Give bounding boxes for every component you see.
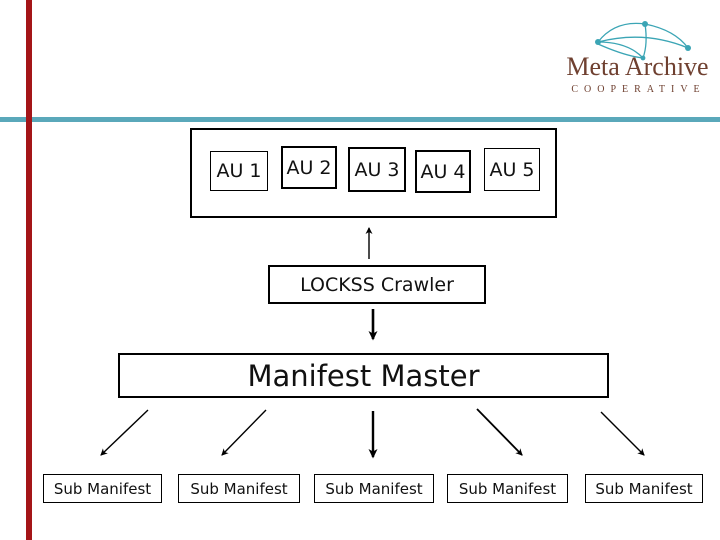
au-1-box: AU 1: [210, 151, 268, 191]
au-4-box: AU 4: [415, 150, 471, 193]
sub-manifest-3-box: Sub Manifest: [314, 474, 434, 503]
lockss-crawler-box: LOCKSS Crawler: [268, 265, 486, 304]
teal-divider-line: [0, 117, 720, 122]
metaarchive-logo: Meta Archive COOPERATIVE: [560, 12, 715, 95]
sub-manifest-1-box: Sub Manifest: [43, 474, 162, 503]
sub-manifest-4-box: Sub Manifest: [447, 474, 568, 503]
logo-subtitle: COOPERATIVE: [571, 84, 706, 95]
manifest-master-box: Manifest Master: [118, 353, 609, 398]
sub-manifest-2-box: Sub Manifest: [178, 474, 300, 503]
au-2-box: AU 2: [281, 146, 337, 189]
au-3-box: AU 3: [348, 147, 406, 192]
arrow-master-to-sub-1: [100, 409, 149, 456]
sub-manifest-5-box: Sub Manifest: [585, 474, 703, 503]
au-5-box: AU 5: [484, 148, 540, 191]
logo-title: Meta Archive: [566, 52, 709, 81]
arrow-master-to-sub-4: [476, 408, 523, 456]
red-accent-line: [26, 0, 32, 540]
arrow-master-to-sub-2: [221, 409, 267, 456]
arrow-master-to-sub-5: [600, 411, 645, 456]
logo-network-arcs-icon: [595, 21, 691, 61]
